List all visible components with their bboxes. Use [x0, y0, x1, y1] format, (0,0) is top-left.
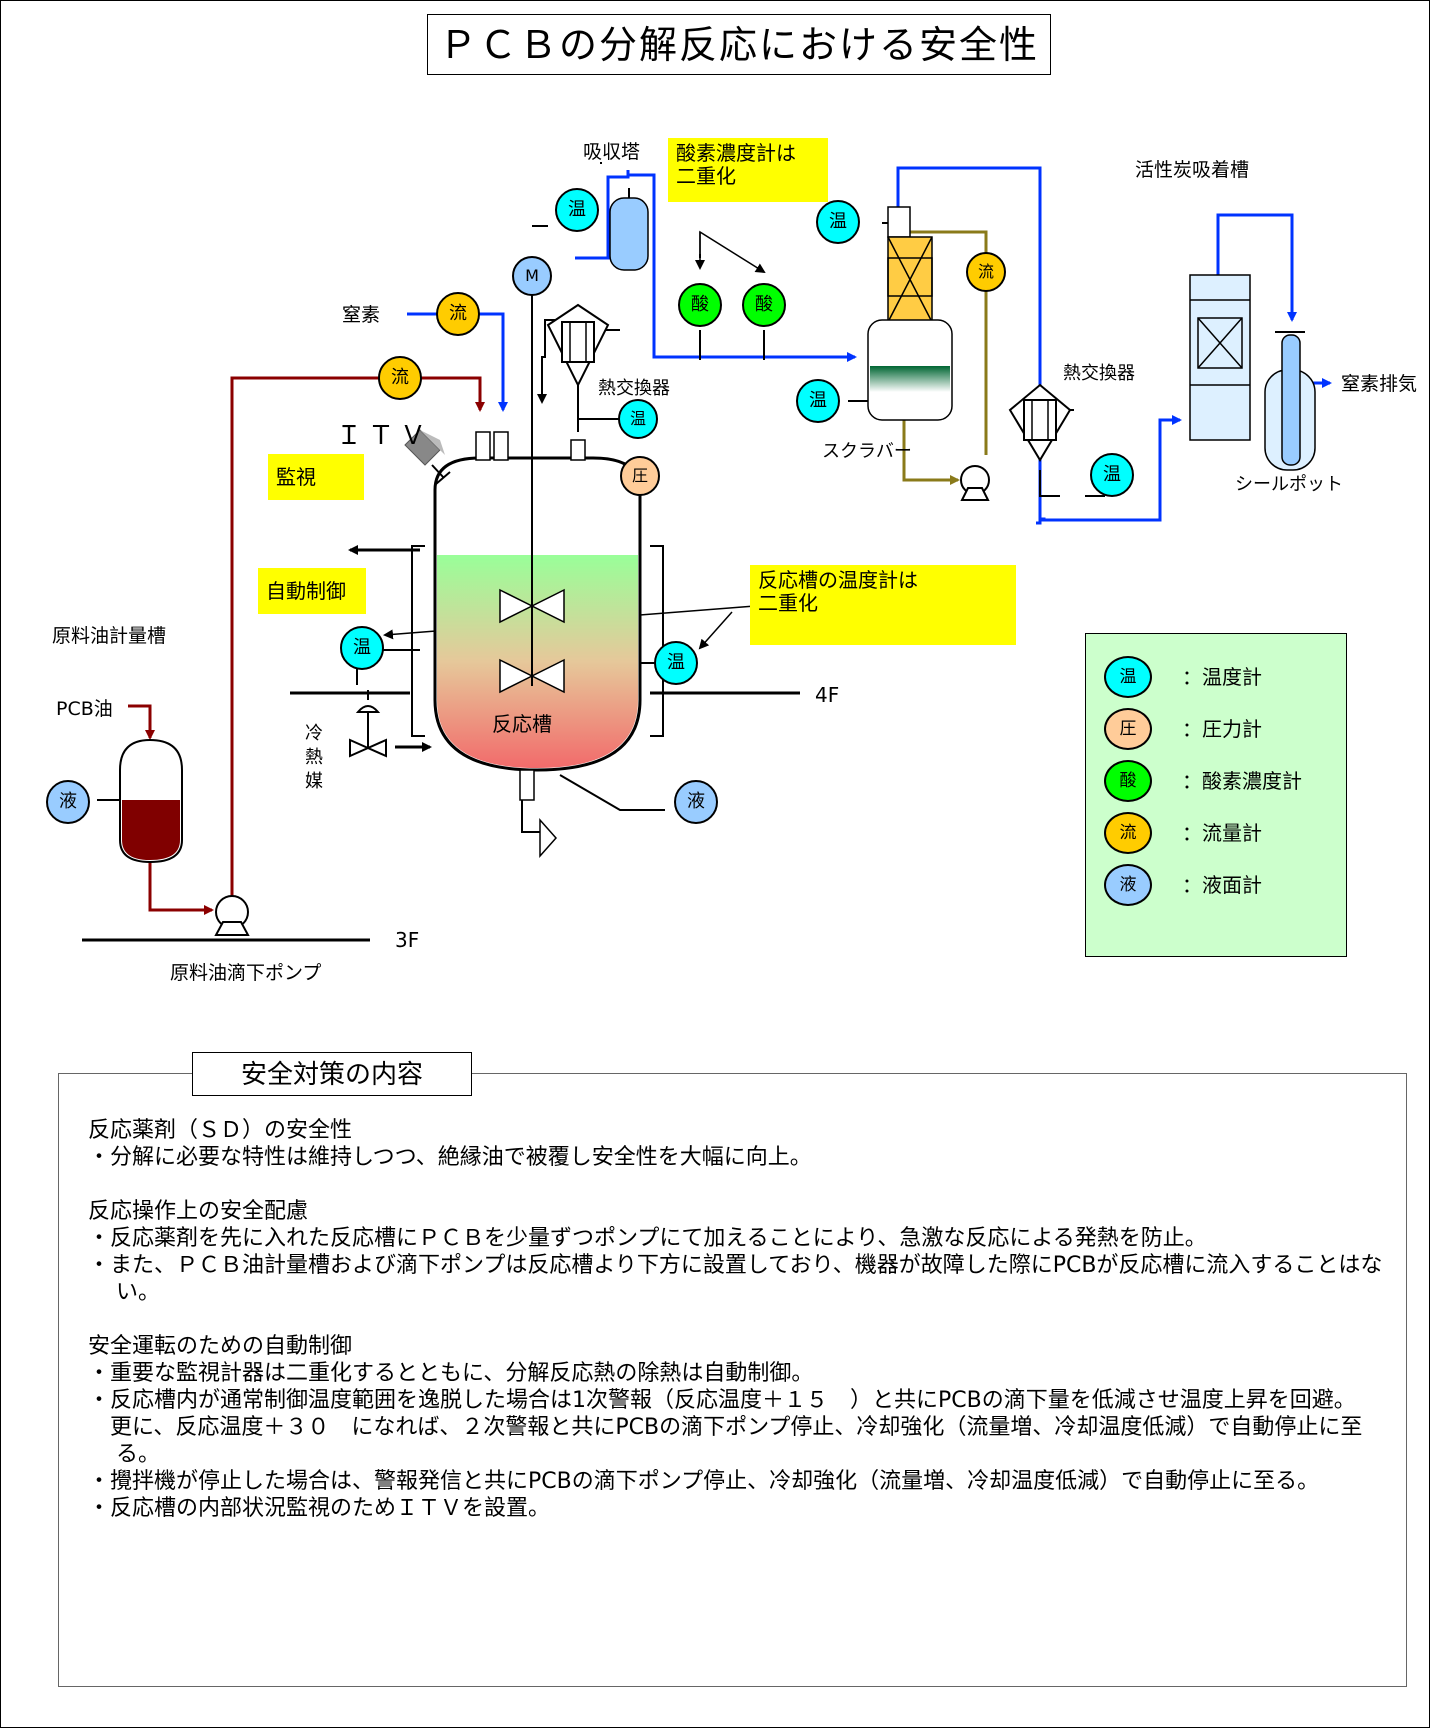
- nitrogen-label: 窒素: [342, 304, 381, 326]
- reactor-temp-dual-callout-line2: 二重化: [758, 591, 818, 615]
- coolant-label-1: 冷: [305, 723, 323, 744]
- page-title: ＰＣＢの分解反応における安全性: [427, 14, 1051, 75]
- reactor-temp-dual-callout: 反応槽の温度計は 二重化: [750, 565, 1016, 645]
- legend-symbol: 流: [1104, 812, 1152, 854]
- legend-symbol: 酸: [1104, 760, 1152, 802]
- temp-indicator-scrubber-top: 温: [816, 200, 860, 244]
- legend-text: ：酸素濃度計: [1182, 769, 1302, 793]
- reactor-vessel: [348, 290, 664, 858]
- reactor-label: 反応槽: [492, 712, 552, 736]
- seal-pot: [1264, 331, 1316, 471]
- safety-section: 反応操作上の安全配慮・反応薬剤を先に入れた反応槽にＰＣＢを少量ずつポンプにて加え…: [88, 1198, 1388, 1306]
- feed-pump-icon: [214, 895, 250, 936]
- safety-item: ・反応薬剤を先に入れた反応槽にＰＣＢを少量ずつポンプにて加えることにより、急激な…: [88, 1226, 1207, 1251]
- heat-exchanger-1-label: 熱交換器: [598, 378, 670, 399]
- heat-exchanger-1-icon: [546, 303, 610, 388]
- level-meter-reactor: 液: [674, 780, 718, 824]
- instrument-legend: 温 ：温度計圧 ：圧力計酸 ：酸素濃度計流 ：流量計液 ：液面計: [1085, 633, 1347, 957]
- legend-text: ：温度計: [1182, 665, 1262, 689]
- activated-carbon-label: 活性炭吸着槽: [1135, 159, 1250, 181]
- oxygen-meter-2: 酸: [742, 283, 786, 327]
- oxygen-meter-bracket: [695, 230, 766, 274]
- temp-indicator-scrubber: 温: [796, 379, 840, 423]
- seal-pot-label: シールポット: [1235, 474, 1343, 495]
- coolant-label-2: 熱: [305, 747, 323, 768]
- flow-meter-pcb-feed: 流: [378, 356, 422, 400]
- legend-symbol: 温: [1104, 656, 1152, 698]
- oxygen-meter-1: 酸: [678, 283, 722, 327]
- level-meter-feed-tank: 液: [46, 780, 90, 824]
- legend-text: ：圧力計: [1182, 717, 1262, 741]
- oxygen-dual-callout-line2: 二重化: [676, 164, 736, 188]
- temp-indicator-reactor-1: 温: [340, 626, 384, 670]
- safety-item: ・反応槽の内部状況監視のためＩＴＶを設置。: [88, 1496, 551, 1521]
- absorption-tower-label: 吸収塔: [583, 141, 641, 163]
- temp-indicator-heat-exchanger: 温: [618, 399, 658, 439]
- legend-text: ：流量計: [1182, 821, 1262, 845]
- reactor-temp-dual-callout-line1: 反応槽の温度計は: [758, 568, 918, 592]
- pressure-meter-reactor: 圧: [620, 456, 660, 496]
- monitor-callout: 監視: [268, 454, 364, 500]
- oxygen-dual-callout: 酸素濃度計は 二重化: [668, 138, 828, 202]
- floor-3f-label: 3F: [395, 928, 420, 952]
- safety-measures-box: [58, 1073, 1407, 1687]
- flow-meter-nitrogen: 流: [436, 292, 480, 336]
- scrubber-pump-icon: [960, 465, 990, 501]
- coolant-label-3: 媒: [305, 771, 323, 792]
- safety-measures-content: 反応薬剤（ＳＤ）の安全性・分解に必要な特性は維持しつつ、絶縁油で被覆し安全性を大…: [88, 1117, 1388, 1549]
- coolant-valve-icon: [349, 690, 387, 758]
- auto-control-callout: 自動制御: [258, 568, 366, 614]
- safety-section-title: 安全運転のための自動制御: [88, 1334, 353, 1359]
- motor-indicator: M: [512, 256, 552, 296]
- safety-item: ・反応槽内が通常制御温度範囲を逸脱した場合は1次警報（反応温度＋１５ ）と共にP…: [88, 1388, 1356, 1413]
- safety-item: ・また、ＰＣＢ油計量槽および滴下ポンプは反応槽より下方に設置しており、機器が故障…: [88, 1253, 1383, 1305]
- legend-symbol: 圧: [1104, 708, 1152, 750]
- heat-exchanger-2-label: 熱交換器: [1063, 363, 1135, 384]
- safety-section: 反応薬剤（ＳＤ）の安全性・分解に必要な特性は維持しつつ、絶縁油で被覆し安全性を大…: [88, 1117, 1388, 1171]
- flow-meter-scrubber: 流: [966, 252, 1006, 292]
- safety-measures-heading: 安全対策の内容: [192, 1052, 472, 1096]
- itv-camera-icon: [404, 429, 451, 485]
- scrubber-label: スクラバー: [822, 441, 912, 462]
- safety-section-title: 反応薬剤（ＳＤ）の安全性: [88, 1118, 353, 1143]
- feed-tank: [119, 738, 183, 864]
- safety-item: 更に、反応温度＋３０ になれば、２次警報と共にPCBの滴下ポンプ停止、冷却強化（…: [88, 1415, 1363, 1467]
- feed-pump-label: 原料油滴下ポンプ: [170, 962, 322, 984]
- temp-indicator-outlet: 温: [1090, 453, 1134, 497]
- oxygen-dual-callout-line1: 酸素濃度計は: [676, 141, 796, 165]
- temp-indicator-absorber: 温: [555, 188, 599, 232]
- feed-tank-label: 原料油計量槽: [52, 625, 167, 647]
- pcb-oil-label: PCB油: [56, 698, 113, 720]
- heat-exchanger-2-icon: [1008, 383, 1072, 462]
- itv-label: ＩＴＶ: [336, 421, 433, 451]
- safety-item: ・攪拌機が停止した場合は、警報発信と共にPCBの滴下ポンプ停止、冷却強化（流量増…: [88, 1469, 1320, 1494]
- nitrogen-exhaust-label: 窒素排気: [1341, 373, 1418, 395]
- safety-item: ・重要な監視計器は二重化するとともに、分解反応熱の除熱は自動制御。: [88, 1361, 814, 1386]
- floor-4f-label: 4F: [815, 683, 840, 707]
- safety-section: 安全運転のための自動制御・重要な監視計器は二重化するとともに、分解反応熱の除熱は…: [88, 1333, 1388, 1522]
- pcb-feed-lines: [128, 376, 485, 916]
- safety-item: ・分解に必要な特性は維持しつつ、絶縁油で被覆し安全性を大幅に向上。: [88, 1145, 812, 1170]
- safety-section-title: 反応操作上の安全配慮: [88, 1199, 309, 1224]
- absorption-tower: [609, 188, 649, 271]
- temp-indicator-reactor-2: 温: [654, 641, 698, 685]
- process-flow-diagram: [82, 162, 1332, 942]
- scrubber: [867, 206, 953, 421]
- activated-carbon-tank: [1189, 274, 1251, 441]
- legend-symbol: 液: [1104, 864, 1152, 906]
- legend-text: ：液面計: [1182, 873, 1262, 897]
